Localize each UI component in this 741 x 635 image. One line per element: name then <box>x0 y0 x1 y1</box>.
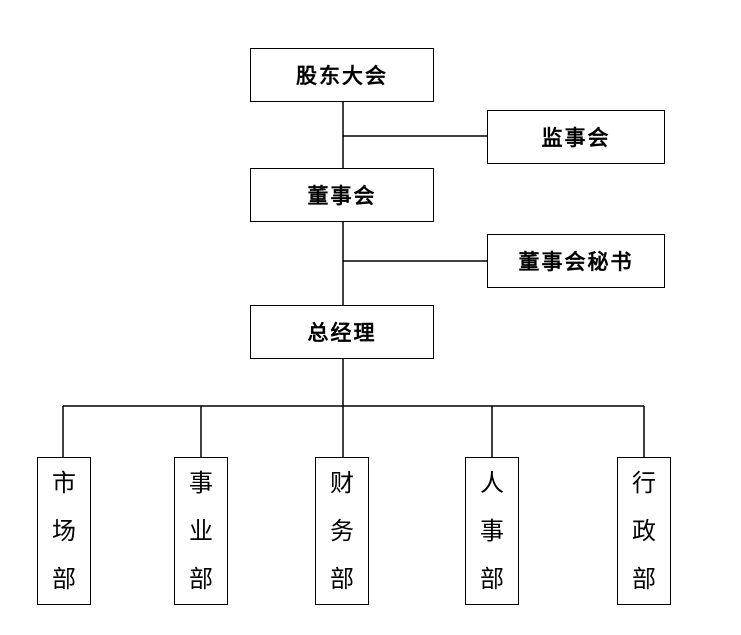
department-char: 市 <box>52 469 76 497</box>
department-admin-box: 行 政 部 <box>617 457 671 605</box>
department-char: 业 <box>189 517 213 545</box>
department-char: 人 <box>480 469 504 497</box>
supervisory-board-label: 监事会 <box>541 125 611 150</box>
department-char: 务 <box>330 517 354 545</box>
board-of-directors-box: 董事会 <box>250 168 434 222</box>
department-char: 部 <box>480 565 504 593</box>
supervisory-board-box: 监事会 <box>487 110 665 164</box>
department-char: 行 <box>632 469 656 497</box>
department-char: 部 <box>52 565 76 593</box>
department-char: 事 <box>480 517 504 545</box>
department-char: 部 <box>189 565 213 593</box>
department-finance-box: 财 务 部 <box>315 457 369 605</box>
general-manager-label: 总经理 <box>307 320 377 345</box>
department-char: 事 <box>189 469 213 497</box>
department-marketing-box: 市 场 部 <box>37 457 91 605</box>
shareholders-meeting-box: 股东大会 <box>250 48 434 102</box>
shareholders-meeting-label: 股东大会 <box>296 63 388 88</box>
board-secretary-box: 董事会秘书 <box>487 234 665 288</box>
department-business-box: 事 业 部 <box>174 457 228 605</box>
general-manager-box: 总经理 <box>250 305 434 359</box>
department-char: 部 <box>330 565 354 593</box>
department-char: 财 <box>330 469 354 497</box>
department-char: 部 <box>632 565 656 593</box>
board-secretary-label: 董事会秘书 <box>518 249 634 274</box>
department-char: 场 <box>52 517 76 545</box>
board-of-directors-label: 董事会 <box>307 183 377 208</box>
department-hr-box: 人 事 部 <box>465 457 519 605</box>
department-char: 政 <box>632 517 656 545</box>
